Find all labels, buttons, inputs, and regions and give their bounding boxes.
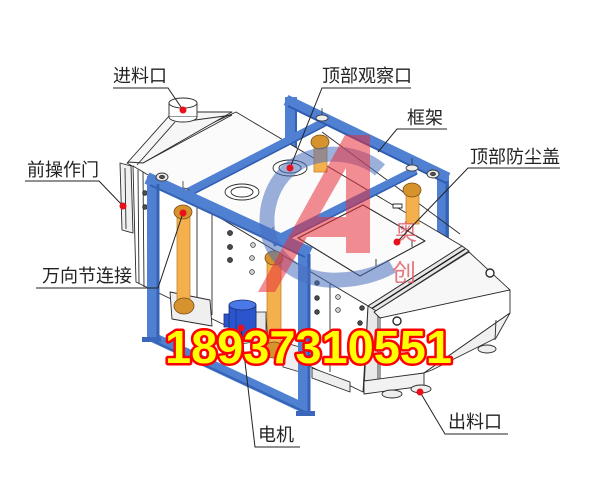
bolt bbox=[249, 269, 255, 275]
dust-cover-handle bbox=[392, 203, 403, 209]
marker-dot bbox=[237, 324, 245, 332]
support-foot bbox=[477, 344, 497, 354]
bolt bbox=[227, 244, 233, 250]
callout-labels: 进料口 前操作门 顶部观察口 框架 顶部防尘盖 万向节连接 电机 出料口 bbox=[27, 66, 560, 446]
lifting-eye-hole bbox=[430, 172, 436, 176]
stud-washer bbox=[405, 164, 419, 172]
inlet-hood-edge bbox=[142, 114, 233, 164]
observation-port-inner bbox=[230, 186, 254, 198]
watermark-char-chuang: 创 bbox=[392, 259, 416, 287]
dust-cover-outline bbox=[297, 204, 426, 277]
frame-shade bbox=[152, 340, 306, 413]
label-observation-port: 顶部观察口 bbox=[322, 66, 412, 87]
screen-body bbox=[119, 97, 511, 399]
frame-lifting-eyes bbox=[155, 169, 440, 182]
callout-lines bbox=[25, 87, 560, 448]
leader-dust-cover bbox=[396, 167, 560, 243]
label-inlet: 进料口 bbox=[113, 66, 167, 87]
bolt bbox=[357, 320, 363, 326]
lifting-eye bbox=[485, 268, 495, 278]
marker-dot bbox=[286, 164, 294, 172]
label-motor: 电机 bbox=[258, 425, 294, 446]
joint-icon bbox=[402, 182, 422, 198]
inlet-hood-edge bbox=[136, 121, 176, 166]
marker-dots bbox=[119, 106, 424, 396]
leader-motor bbox=[240, 327, 300, 448]
bolt bbox=[142, 190, 148, 196]
phone-overlay: 18937310551 bbox=[163, 319, 455, 376]
motor-top bbox=[228, 299, 257, 311]
marker-dot bbox=[119, 202, 127, 210]
bolt bbox=[227, 230, 233, 236]
marker-dot bbox=[179, 106, 187, 114]
hood-edge bbox=[494, 319, 497, 341]
flange-line bbox=[370, 248, 466, 310]
inlet-hood bbox=[127, 111, 233, 164]
watermark-a-letter bbox=[258, 135, 370, 292]
joint-icon bbox=[173, 297, 195, 315]
lifting-eye bbox=[392, 316, 402, 326]
lifting-eye-hole bbox=[159, 175, 165, 179]
inlet-cylinder-base bbox=[168, 116, 198, 123]
leader-observation-port bbox=[289, 87, 411, 169]
marker-dot bbox=[416, 388, 424, 396]
motor bbox=[221, 299, 269, 347]
watermark-logo: 奥 创 bbox=[258, 135, 417, 292]
label-universal-joint: 万向节连接 bbox=[42, 266, 132, 287]
label-front-door: 前操作门 bbox=[27, 160, 99, 181]
bolt bbox=[314, 309, 320, 315]
bolt bbox=[335, 294, 341, 300]
frame-left-crossbeam bbox=[178, 117, 328, 200]
support-foot bbox=[381, 389, 403, 399]
bolt bbox=[227, 257, 233, 263]
bolt bbox=[250, 242, 256, 248]
label-dust-cover: 顶部防尘盖 bbox=[470, 147, 560, 168]
panel-line bbox=[137, 169, 140, 285]
stud-washer bbox=[315, 114, 329, 122]
bolt bbox=[249, 255, 255, 261]
bolt bbox=[142, 204, 148, 210]
leader-front-door bbox=[25, 180, 124, 207]
phone-number: 18937310551 bbox=[165, 321, 452, 373]
frame-foot-plate bbox=[296, 411, 315, 416]
joint-icon bbox=[263, 341, 285, 359]
lower-support bbox=[311, 367, 351, 393]
frame-bottom-beam bbox=[147, 331, 309, 414]
frame-front-beam bbox=[144, 172, 313, 259]
front-door-panel bbox=[119, 162, 134, 234]
discharge-hood-underside bbox=[423, 312, 511, 374]
leader-frame bbox=[377, 128, 447, 153]
bolt bbox=[335, 307, 341, 313]
inlet-hood-edge bbox=[187, 114, 233, 122]
label-frame: 框架 bbox=[407, 108, 443, 129]
bolt bbox=[359, 305, 365, 311]
rod-front-left bbox=[176, 213, 191, 307]
frame-shade bbox=[181, 124, 328, 201]
watermark-c-arc bbox=[259, 146, 396, 288]
front-door-edge bbox=[124, 167, 127, 230]
marker-dot bbox=[393, 238, 401, 246]
leader-universal-joint bbox=[36, 212, 184, 289]
leader-outlet bbox=[419, 391, 508, 435]
bolt bbox=[314, 295, 320, 301]
marker-dot bbox=[179, 209, 187, 217]
frame-foot-plate bbox=[142, 337, 161, 342]
leader-inlet bbox=[113, 87, 184, 111]
label-outlet: 出料口 bbox=[448, 412, 502, 433]
